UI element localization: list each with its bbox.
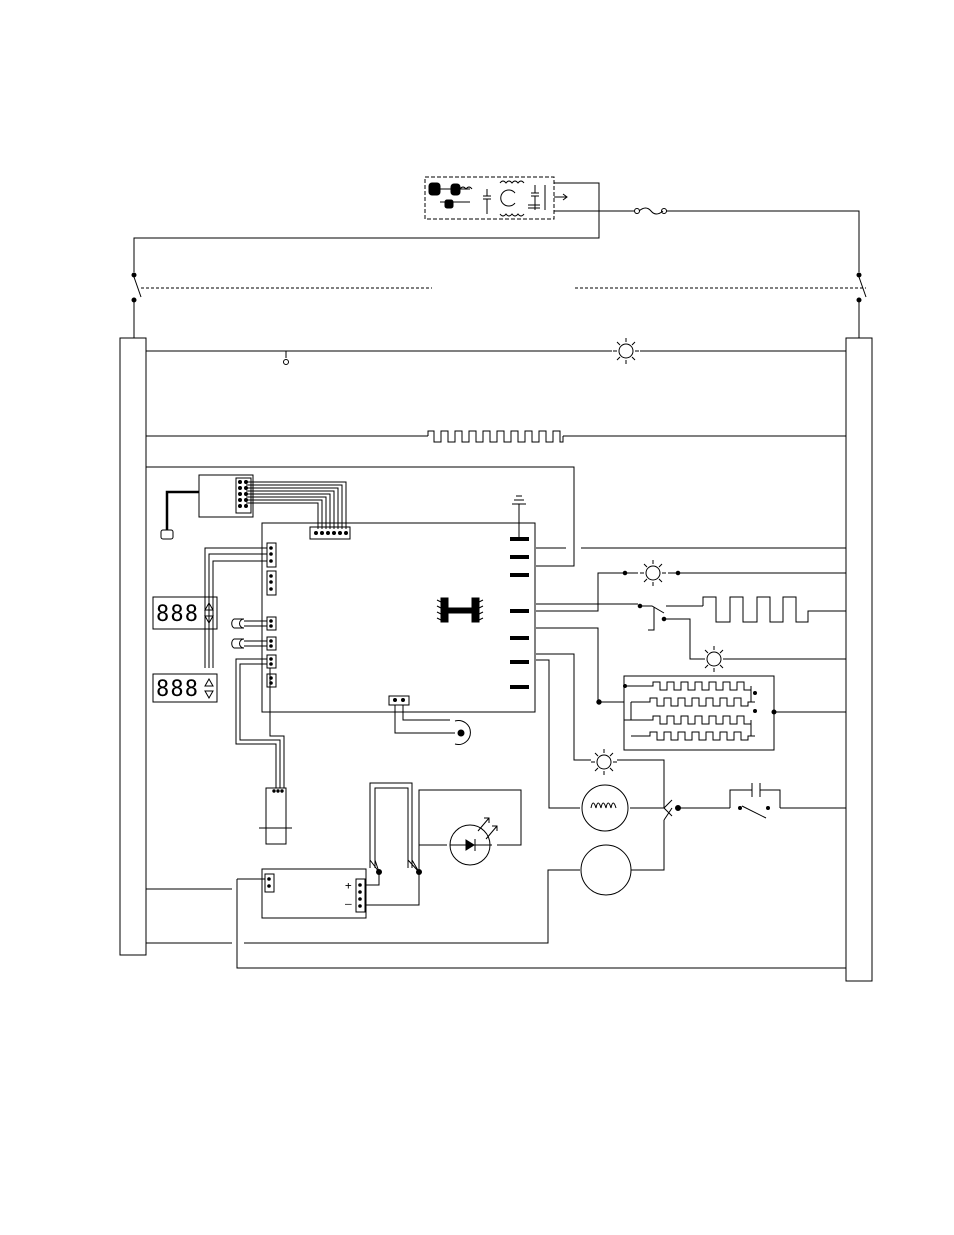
minus-label: – — [345, 897, 352, 910]
heater-bank — [624, 676, 847, 750]
lower-display: 888 — [153, 674, 217, 702]
relay-5-wire — [536, 654, 664, 808]
fuse-icon — [635, 208, 667, 214]
sensor-module — [259, 788, 292, 844]
control-board — [262, 496, 535, 712]
lamp-icon — [613, 338, 639, 364]
defrost-heater-icon — [703, 597, 846, 622]
thermocouple-wires — [370, 783, 412, 868]
door-switch-icon — [279, 351, 300, 365]
left-terminal-strip — [120, 338, 146, 955]
power-supply-module: + – — [262, 869, 366, 918]
emi-filter — [425, 177, 567, 219]
upper-display: 888 — [153, 597, 217, 629]
lower-display-digits: 888 — [156, 677, 198, 702]
fuse-wire — [554, 211, 859, 272]
thermostat-switch-icon — [638, 604, 703, 659]
photodiode-icon — [450, 818, 497, 865]
psu-feed-wires — [146, 870, 846, 968]
plus-label: + — [345, 879, 352, 892]
compressor-motor-icon — [581, 820, 664, 895]
sensor-cable — [236, 659, 284, 788]
ribbon-cable — [246, 482, 346, 529]
heatsink-icon — [437, 598, 483, 622]
photodiode-wires — [366, 790, 521, 905]
upper-display-digits: 888 — [156, 602, 198, 627]
heater-element-icon — [428, 431, 563, 442]
main-power-switch — [132, 273, 866, 338]
fan-motor-icon — [582, 785, 628, 831]
buzzer-wire — [395, 705, 455, 733]
junction-icon — [664, 800, 846, 820]
triangle-down-icon — [205, 691, 213, 698]
indicator-lamp-2-icon — [701, 646, 846, 672]
right-terminal-strip — [846, 338, 872, 981]
line-input-wire — [134, 183, 599, 272]
keypad-module — [161, 475, 253, 539]
start-capacitor-switch-icon — [730, 783, 780, 818]
display-wires — [205, 548, 267, 668]
buzzer-icon — [455, 721, 470, 745]
triangle-up-icon — [205, 679, 213, 686]
indicator-lamp-3-icon — [591, 749, 617, 775]
relay-2-wire — [536, 573, 846, 611]
